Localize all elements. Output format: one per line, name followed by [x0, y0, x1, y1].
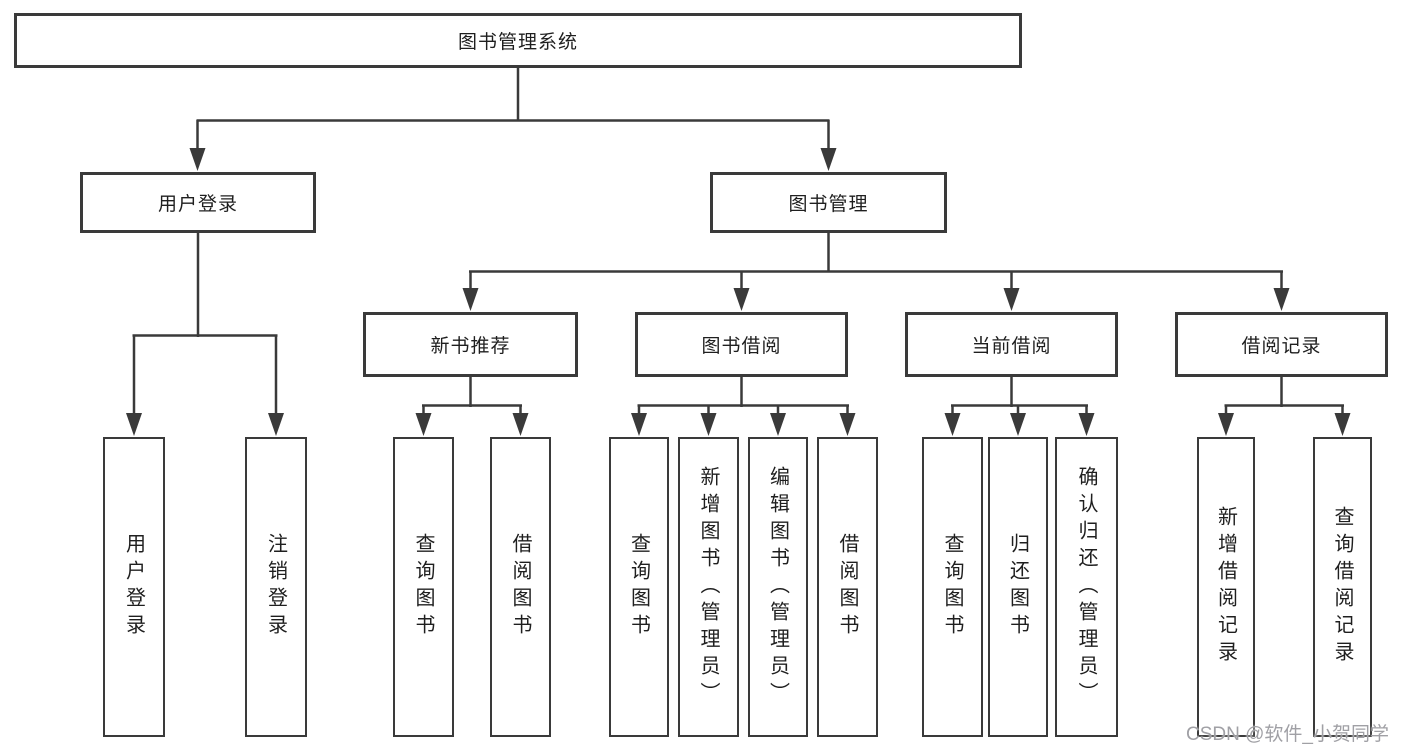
- leaf-borrow-borrow-books-label: 借阅图书: [836, 533, 858, 641]
- leaf-borrow-edit-books-admin-label: 编辑图书（管理员）: [766, 465, 789, 709]
- leaf-borrow-query-books: 查询图书: [609, 437, 669, 737]
- csdn-watermark: CSDN @软件_小贺同学: [1186, 724, 1389, 745]
- leaf-user-login: 用户登录: [103, 437, 165, 737]
- leaf-record-query-record-label: 查询借阅记录: [1331, 506, 1353, 668]
- leaf-newrec-borrow-books-label: 借阅图书: [509, 533, 531, 641]
- connector-book-mgmt-to-level3: [462, 233, 1290, 311]
- leaf-borrow-add-books-admin-label: 新增图书（管理员）: [697, 465, 719, 709]
- leaf-borrow-query-books-label: 查询图书: [627, 533, 650, 641]
- connector-user-login-to-leaves: [126, 233, 284, 436]
- node-book-borrow: 图书借阅: [635, 312, 848, 377]
- leaf-borrow-add-books-admin: 新增图书（管理员）: [678, 437, 739, 737]
- leaf-newrec-query-books: 查询图书: [393, 437, 454, 737]
- connector-new-book-rec-to-leaves: [415, 377, 529, 436]
- node-borrow-record-label: 借阅记录: [1241, 336, 1322, 357]
- node-book-mgmt: 图书管理: [710, 172, 947, 233]
- leaf-logout-label: 注销登录: [264, 533, 287, 641]
- connector-current-borrow-to-leaves: [944, 377, 1095, 436]
- node-new-book-rec-label: 新书推荐: [430, 336, 511, 357]
- leaf-current-query-books: 查询图书: [922, 437, 983, 737]
- node-new-book-rec: 新书推荐: [363, 312, 578, 377]
- leaf-newrec-query-books-label: 查询图书: [412, 533, 434, 641]
- connector-book-borrow-to-leaves: [631, 377, 856, 436]
- node-book-borrow-label: 图书借阅: [701, 336, 782, 357]
- leaf-borrow-borrow-books: 借阅图书: [817, 437, 878, 737]
- node-borrow-record: 借阅记录: [1175, 312, 1388, 377]
- leaf-current-query-books-label: 查询图书: [941, 533, 963, 641]
- node-root-label: 图书管理系统: [457, 32, 578, 53]
- connector-root-to-level2: [189, 68, 837, 171]
- leaf-record-add-record-label: 新增借阅记录: [1214, 506, 1237, 668]
- connector-borrow-record-to-leaves: [1218, 377, 1351, 436]
- leaf-logout: 注销登录: [245, 437, 307, 737]
- node-current-borrow: 当前借阅: [905, 312, 1118, 377]
- leaf-current-confirm-return-admin-label: 确认归还（管理员）: [1075, 465, 1097, 709]
- node-user-login-label: 用户登录: [157, 194, 238, 215]
- node-root: 图书管理系统: [14, 13, 1022, 68]
- leaf-user-login-label: 用户登录: [122, 533, 145, 641]
- node-user-login: 用户登录: [80, 172, 316, 233]
- leaf-borrow-edit-books-admin: 编辑图书（管理员）: [748, 437, 808, 737]
- leaf-newrec-borrow-books: 借阅图书: [490, 437, 551, 737]
- leaf-current-confirm-return-admin: 确认归还（管理员）: [1055, 437, 1118, 737]
- leaf-current-return-books-label: 归还图书: [1006, 533, 1029, 641]
- node-book-mgmt-label: 图书管理: [788, 194, 869, 215]
- node-current-borrow-label: 当前借阅: [971, 336, 1052, 357]
- leaf-current-return-books: 归还图书: [988, 437, 1048, 737]
- leaf-record-query-record: 查询借阅记录: [1313, 437, 1372, 737]
- leaf-record-add-record: 新增借阅记录: [1197, 437, 1255, 737]
